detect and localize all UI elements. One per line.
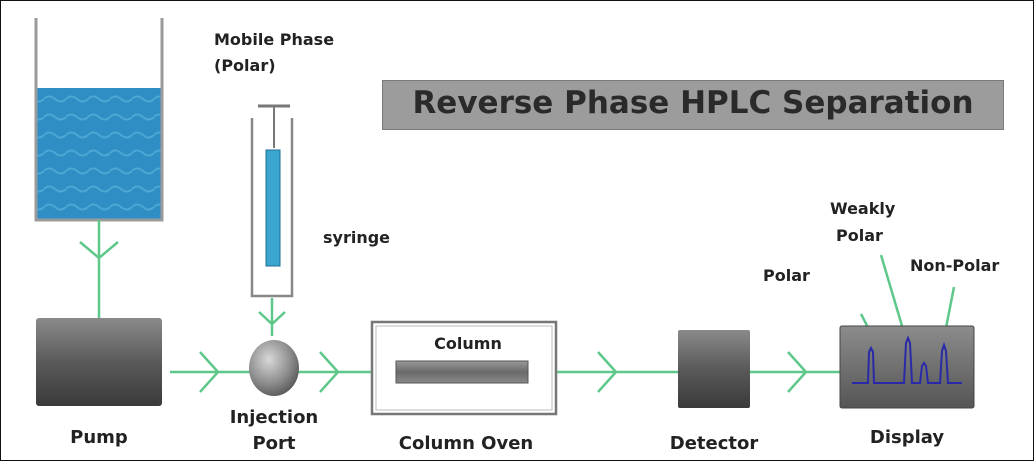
needle-arrow <box>258 311 286 326</box>
flow-arrow-3 <box>597 351 618 393</box>
flow-arrow-4 <box>787 351 808 393</box>
non-polar-label: Non-Polar <box>910 256 1000 275</box>
pump <box>36 318 162 406</box>
column <box>395 360 529 384</box>
port-label: Port <box>252 433 296 454</box>
mobile-phase-label: Mobile Phase <box>214 30 335 49</box>
mobile-phase-liquid <box>36 88 162 220</box>
pump-label: Pump <box>70 427 128 448</box>
flow-arrow-down <box>79 241 119 260</box>
title-box: Reverse Phase HPLC Separation <box>382 80 1004 130</box>
display-label: Display <box>869 427 945 448</box>
weakly-polar-label: Polar <box>836 226 883 245</box>
mobile-phase-type-label: (Polar) <box>214 56 276 75</box>
detector-label: Detector <box>669 433 759 454</box>
syringe-label: syringe <box>323 228 391 247</box>
flow-arrow-1 <box>199 351 220 393</box>
column-oven-label: Column Oven <box>398 433 534 454</box>
chromatogram-trace <box>852 335 962 384</box>
reservoir <box>34 18 164 222</box>
diagram-title: Reverse Phase HPLC Separation <box>412 85 974 121</box>
injection-label: Injection <box>229 407 319 428</box>
leader-weakly-polar <box>879 254 907 337</box>
column-oven-inner-border <box>375 325 553 411</box>
column-label: Column <box>434 334 502 353</box>
injection-port <box>249 340 299 396</box>
detector <box>678 330 750 408</box>
polar-label: Polar <box>763 266 810 285</box>
syringe-fluid <box>265 149 281 267</box>
syringe-barrel <box>250 118 294 298</box>
display-monitor <box>839 325 975 409</box>
weakly-label: Weakly <box>830 199 896 218</box>
syringe <box>250 104 294 298</box>
flow-arrow-2 <box>319 351 340 393</box>
